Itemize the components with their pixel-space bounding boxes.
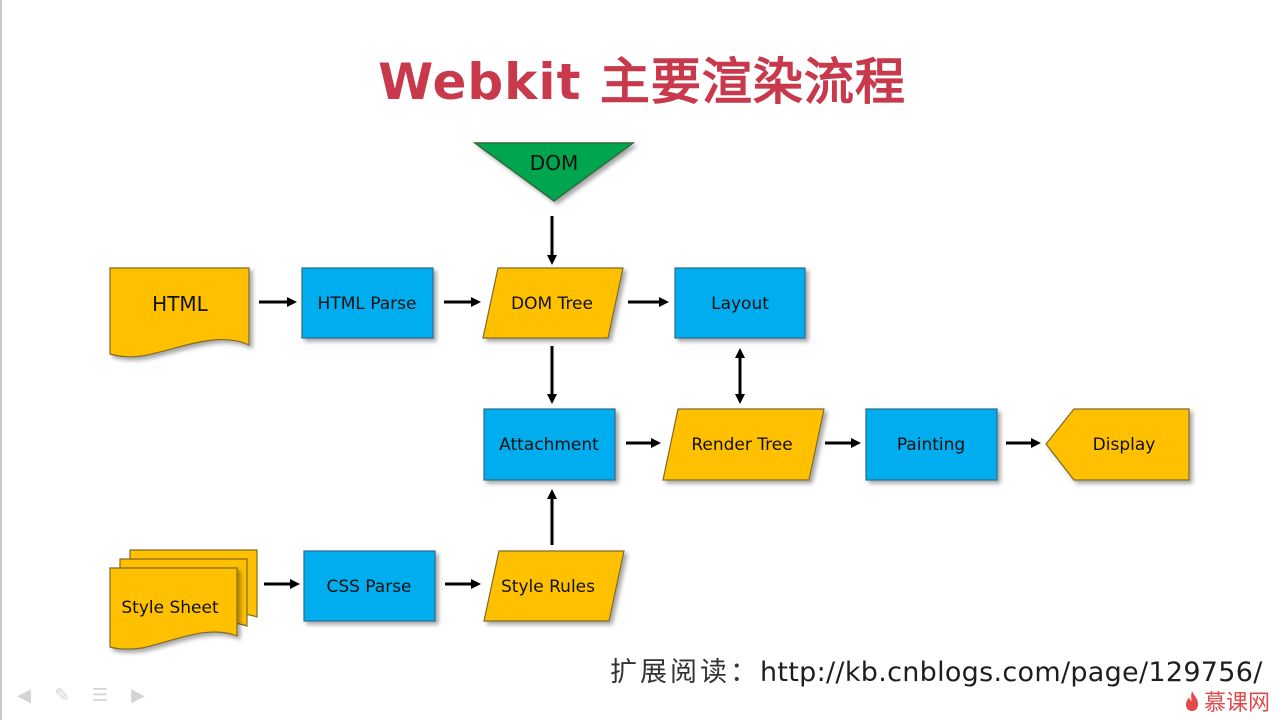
back-arrow-icon[interactable]: ◀ [17, 685, 31, 706]
dom-triangle-shape [472, 142, 636, 202]
forward-arrow-icon[interactable]: ▶ [131, 685, 145, 706]
watermark: 慕课网 [1184, 688, 1270, 716]
watermark-text: 慕课网 [1203, 691, 1270, 716]
style-sheet-node: Style Sheet [109, 549, 258, 650]
slide-controls: ◀ ✎ ☰ ▶ [12, 684, 150, 708]
html-document-shape [109, 267, 250, 358]
dom-tree-label: DOM Tree [511, 294, 593, 314]
attachment-label: Attachment [499, 435, 599, 455]
render-tree-label: Render Tree [691, 435, 792, 455]
html-parse-label: HTML Parse [318, 294, 417, 314]
flow-arrows [259, 216, 1041, 589]
html-parse-node: HTML Parse [301, 267, 434, 339]
layout-label: Layout [711, 294, 769, 314]
style-rules-shape [483, 550, 625, 622]
render-tree-node: Render Tree [662, 408, 825, 481]
render-tree-shape [662, 408, 825, 481]
style-sheet-front-page [109, 567, 238, 650]
dom-tree-shape [482, 267, 624, 339]
style-sheet-label: Style Sheet [121, 598, 219, 618]
dom-tree-node: DOM Tree [482, 267, 624, 339]
css-parse-label: CSS Parse [326, 577, 411, 597]
display-label: Display [1093, 435, 1156, 455]
html-label: HTML [152, 292, 209, 316]
style-rules-node: Style Rules [483, 550, 625, 622]
slide-title: Webkit 主要渲染流程 [378, 53, 906, 111]
further-reading-link[interactable]: http://kb.cnblogs.com/page/129756/ [760, 657, 1263, 688]
painting-node: Painting [865, 408, 998, 481]
html-parse-box [301, 267, 434, 339]
painting-box [865, 408, 998, 481]
html-node: HTML [109, 267, 250, 358]
painting-label: Painting [897, 435, 965, 455]
dom-label: DOM [530, 151, 578, 175]
attachment-node: Attachment [483, 408, 616, 481]
dom-node: DOM [472, 142, 636, 202]
layout-node: Layout [674, 267, 806, 339]
css-parse-box [303, 550, 436, 622]
further-reading-label: 扩展阅读： [610, 657, 760, 688]
attachment-box [483, 408, 616, 481]
flame-icon [1185, 691, 1198, 711]
display-shape [1045, 408, 1190, 481]
further-reading: 扩展阅读：http://kb.cnblogs.com/page/129756/ [610, 650, 1263, 689]
layout-box [674, 267, 806, 339]
menu-icon[interactable]: ☰ [91, 685, 109, 706]
css-parse-node: CSS Parse [303, 550, 436, 622]
display-node: Display [1045, 408, 1190, 481]
style-rules-label: Style Rules [501, 577, 595, 597]
pen-icon[interactable]: ✎ [54, 685, 70, 706]
